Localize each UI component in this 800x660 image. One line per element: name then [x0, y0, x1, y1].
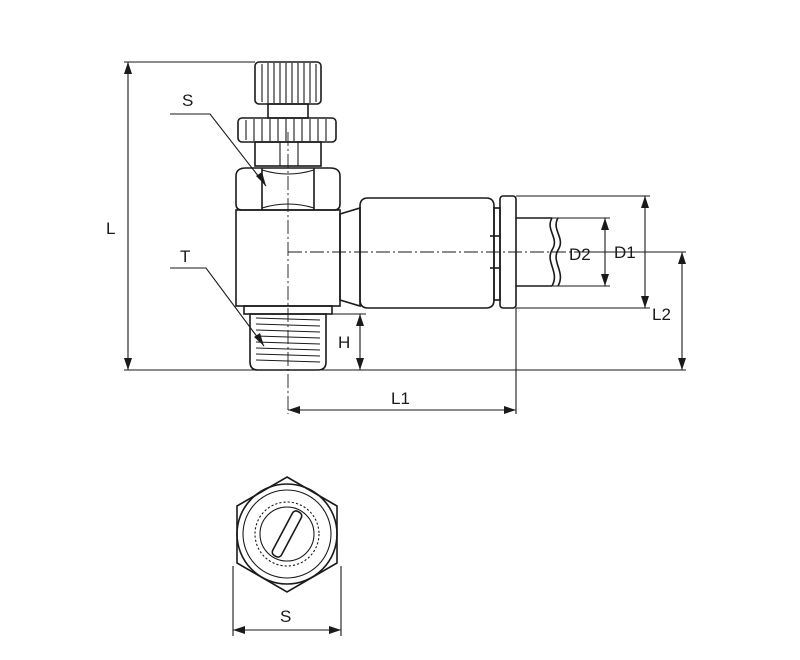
- label-L: L: [106, 219, 115, 238]
- leader-T: [170, 267, 265, 347]
- dimension-lines: [124, 61, 686, 414]
- label-D2: D2: [569, 245, 591, 264]
- tube: [516, 217, 562, 287]
- dimension-D1: [641, 196, 649, 308]
- label-L1: L1: [391, 389, 410, 408]
- leader-S-top: [170, 113, 267, 187]
- dimension-L: [124, 62, 132, 370]
- label-S-bottom: S: [280, 607, 291, 626]
- side-view: [235, 61, 580, 414]
- tube-sleeve: [359, 197, 501, 309]
- outer-ring: [236, 483, 338, 585]
- main-body: [235, 206, 361, 315]
- label-D1: D1: [614, 243, 636, 262]
- dimension-S-bottom: [233, 626, 341, 634]
- label-H: H: [338, 333, 350, 352]
- knurled-knob-face: [254, 501, 320, 567]
- dimension-L1: [288, 406, 516, 414]
- lock-nut: [237, 117, 337, 167]
- dimension-H: [356, 314, 364, 370]
- hex-outline: [236, 476, 338, 593]
- adjust-knob-top: [254, 61, 322, 119]
- label-T: T: [180, 247, 190, 266]
- labels: L S T H L1 L2 D1 D2 S: [106, 91, 671, 626]
- dimension-D2: [601, 218, 609, 286]
- dimension-L2: [678, 252, 686, 370]
- top-view: [232, 476, 342, 636]
- screwdriver-slot: [271, 510, 303, 558]
- label-S-top: S: [182, 91, 193, 110]
- label-L2: L2: [652, 305, 671, 324]
